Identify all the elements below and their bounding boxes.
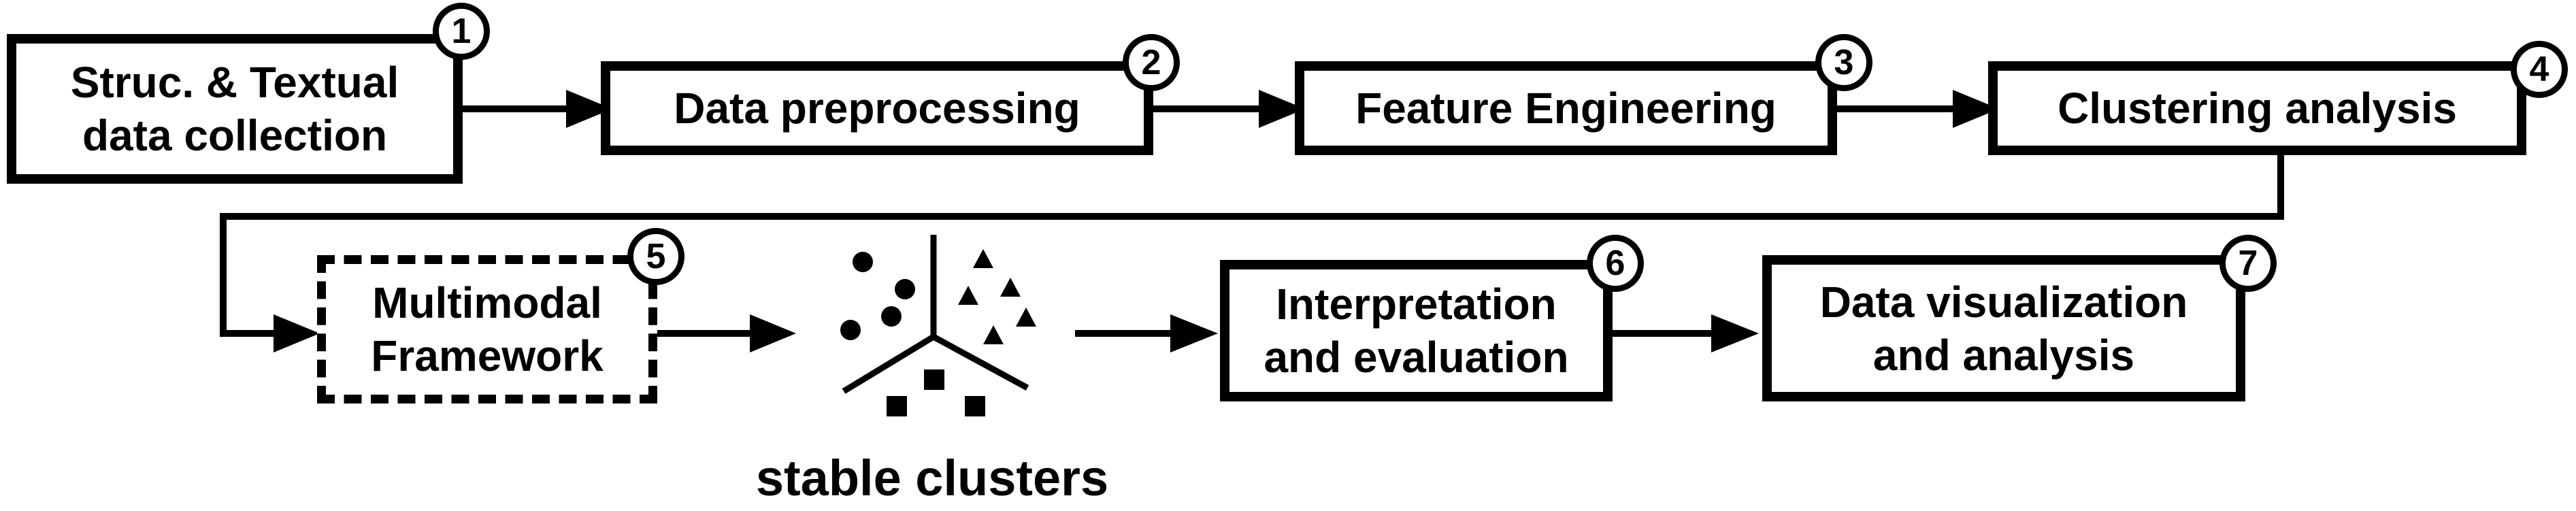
- step-4-label: Clustering analysis: [2058, 84, 2457, 133]
- step-2-badge: 2: [1123, 34, 1180, 91]
- arrow-head-4-5: [274, 314, 320, 352]
- step-1-line2: data collection: [82, 111, 388, 160]
- cluster-point-triangle: [983, 325, 1004, 344]
- step-6-badge: 6: [1587, 235, 1644, 292]
- step-3-badge: 3: [1815, 34, 1872, 91]
- step-5-line1: Multimodal: [372, 278, 602, 327]
- cluster-point-circle: [840, 320, 861, 340]
- step-7-badge: 7: [2219, 235, 2277, 292]
- step-1-box: Struc. & Textual data collection: [7, 34, 463, 184]
- cluster-point-square: [965, 396, 985, 416]
- step-2-box: Data preprocessing: [601, 61, 1153, 155]
- cluster-divider-right: [931, 334, 1029, 391]
- arrow-head-2-3: [1259, 90, 1305, 128]
- arrow-head-6-7: [1711, 314, 1759, 352]
- cluster-divider-left: [842, 334, 936, 394]
- cluster-point-triangle: [1000, 278, 1021, 297]
- arrow-4-5: [220, 155, 2284, 337]
- arrow-head-1-2: [566, 90, 612, 128]
- cluster-point-triangle: [958, 286, 978, 305]
- step-4-badge: 4: [2511, 41, 2568, 98]
- cluster-scatter-icon: [840, 235, 1036, 416]
- step-4-box: Clustering analysis: [1988, 61, 2526, 155]
- arrow-head-clusters-6: [1170, 314, 1218, 352]
- step-5-badge: 5: [627, 228, 684, 285]
- clusters-caption: stable clusters: [755, 450, 1109, 506]
- cluster-point-circle: [853, 252, 873, 272]
- step-3-label: Feature Engineering: [1355, 84, 1777, 133]
- step-6-box: Interpretation and evaluation: [1220, 260, 1613, 401]
- step-6-line2: and evaluation: [1264, 333, 1569, 382]
- cluster-point-triangle: [973, 249, 993, 268]
- step-1-badge: 1: [433, 3, 490, 60]
- cluster-point-square: [924, 369, 944, 390]
- cluster-point-circle: [895, 279, 915, 299]
- cluster-point-square: [887, 396, 907, 416]
- step-5-line2: Framework: [371, 331, 604, 380]
- step-7-box: Data visualization and analysis: [1762, 255, 2245, 401]
- step-3-box: Feature Engineering: [1295, 61, 1837, 155]
- step-1-line1: Struc. & Textual: [70, 58, 399, 107]
- arrow-head-3-4: [1953, 90, 1999, 128]
- cluster-point-circle: [881, 306, 902, 327]
- arrow-head-5-clusters: [750, 314, 796, 352]
- step-6-line1: Interpretation: [1276, 280, 1557, 329]
- step-7-line1: Data visualization: [1819, 277, 2188, 327]
- step-5-box: Multimodal Framework: [317, 255, 657, 403]
- step-7-line2: and analysis: [1872, 330, 2135, 380]
- cluster-point-triangle: [1016, 308, 1036, 327]
- step-2-label: Data preprocessing: [674, 84, 1080, 133]
